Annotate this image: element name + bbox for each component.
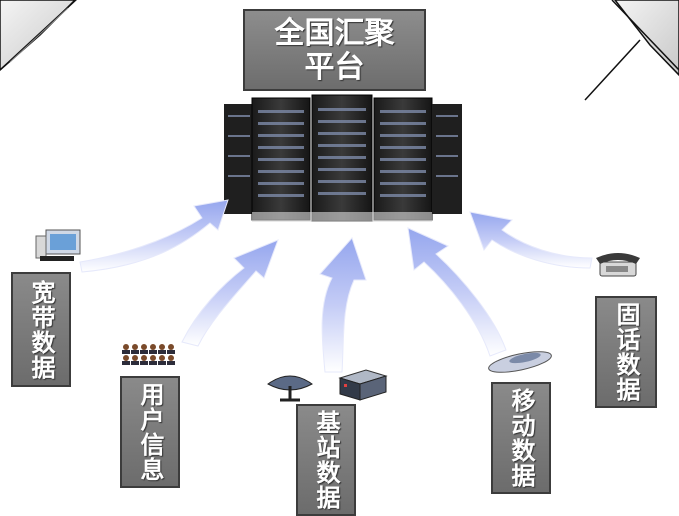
computer-icon: [35, 229, 81, 261]
landline-data-label: 固话数据: [595, 296, 657, 408]
arrow-landline: [469, 211, 593, 269]
paper-plane-left-icon: [0, 0, 77, 71]
arrow-mobile: [407, 227, 507, 357]
mobile-data-label: 移动数据: [491, 382, 551, 494]
broadband-data-label: 宽带数据: [11, 272, 71, 387]
platform-title: 全国汇聚平台: [243, 9, 426, 91]
arrows: [79, 199, 593, 373]
server-box-icon: [338, 369, 388, 401]
arrow-broadband: [79, 199, 229, 273]
user-group-icon: [122, 344, 175, 365]
user-info-label: 用户信息: [120, 376, 180, 488]
server-rack-icon: [224, 94, 462, 222]
arrow-base-station: [319, 237, 367, 373]
telephone-icon: [596, 253, 640, 277]
paper-plane-right-icon: [584, 0, 679, 101]
satellite-dish-icon: [267, 375, 313, 402]
mobile-phone-icon: [488, 351, 552, 373]
arrow-user-info: [181, 239, 279, 347]
base-station-data-label: 基站数据: [296, 404, 356, 516]
